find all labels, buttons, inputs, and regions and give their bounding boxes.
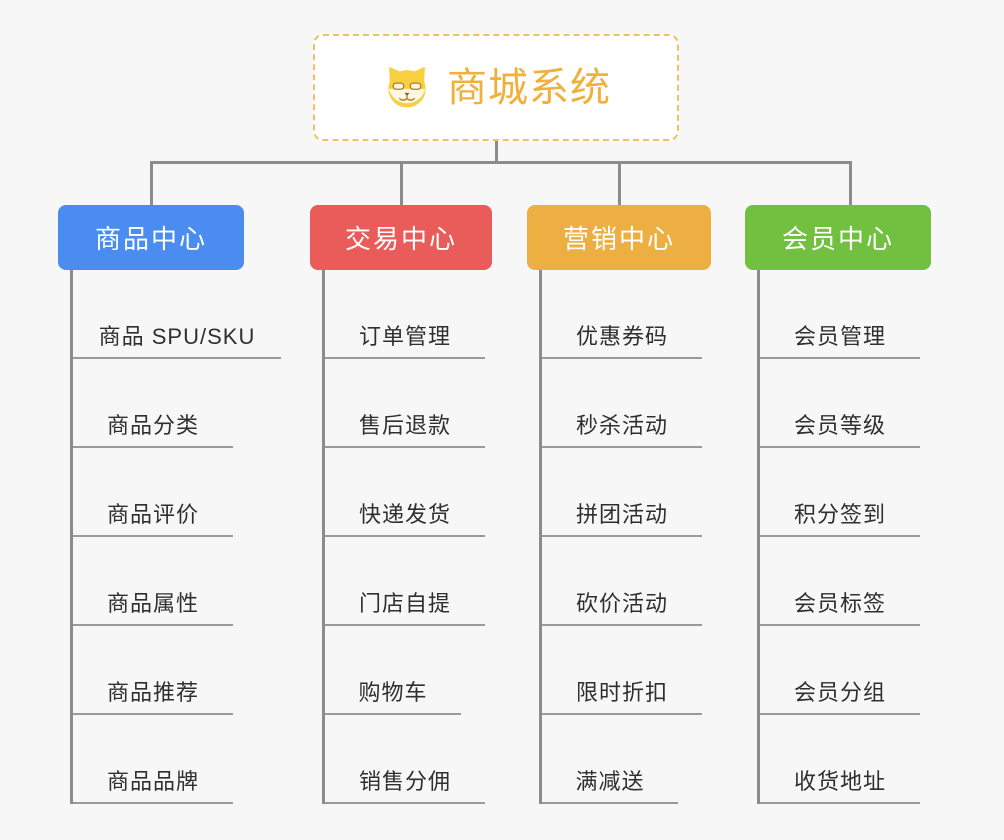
branch-header-label: 商品中心: [94, 224, 207, 254]
branch-item[interactable]: 优惠券码: [542, 270, 702, 359]
branch-item-label: 限时折扣: [575, 680, 668, 705]
connector-root-stem: [495, 141, 498, 163]
branch-item-list-member-center: 会员管理会员等级积分签到会员标签会员分组收货地址: [757, 270, 931, 804]
branch-item[interactable]: 限时折扣: [542, 626, 702, 715]
branch-item-label: 商品推荐: [106, 680, 199, 705]
branch-item[interactable]: 商品品牌: [73, 715, 233, 804]
branch-item[interactable]: 门店自提: [325, 537, 485, 626]
branch-item[interactable]: 订单管理: [325, 270, 485, 359]
branch-item[interactable]: 商品分类: [73, 359, 233, 448]
branch-column-product-center: 商品中心商品 SPU/SKU 商品分类商品评价商品属性商品推荐商品品牌: [58, 205, 281, 804]
branch-item-label: 收货地址: [793, 769, 886, 794]
branch-item[interactable]: 购物车: [325, 626, 461, 715]
branch-item[interactable]: 商品属性: [73, 537, 233, 626]
branch-item-list-product-center: 商品 SPU/SKU 商品分类商品评价商品属性商品推荐商品品牌: [70, 270, 281, 804]
connector-drop-1: [150, 161, 153, 205]
branch-item-label: 商品属性: [106, 591, 199, 616]
branch-item[interactable]: 拼团活动: [542, 448, 702, 537]
connector-horizontal-bar: [150, 161, 852, 164]
branch-item[interactable]: 秒杀活动: [542, 359, 702, 448]
branch-header-label: 营销中心: [562, 224, 675, 254]
branch-header-label: 会员中心: [781, 224, 894, 254]
branch-item-list-trade-center: 订单管理售后退款快递发货门店自提购物车销售分佣: [322, 270, 492, 804]
shiba-dog-icon: [388, 66, 426, 107]
branch-item-label: 售后退款: [358, 413, 451, 438]
branch-item[interactable]: 销售分佣: [325, 715, 485, 804]
branch-item[interactable]: 商品评价: [73, 448, 233, 537]
branch-item-label: 会员管理: [793, 324, 886, 349]
branch-item-label: 销售分佣: [358, 769, 451, 794]
branch-item-label: 会员标签: [793, 591, 886, 616]
branch-item[interactable]: 收货地址: [760, 715, 920, 804]
branch-header-product-center[interactable]: 商品中心: [58, 205, 244, 270]
branch-item-label: 购物车: [358, 680, 428, 705]
branch-item[interactable]: 商品推荐: [73, 626, 233, 715]
branch-item-list-marketing-center: 优惠券码秒杀活动拼团活动砍价活动限时折扣满减送: [539, 270, 711, 804]
branch-item-label: 商品 SPU/SKU: [98, 324, 256, 349]
branch-item-label: 积分签到: [793, 502, 886, 527]
branch-item-label: 优惠券码: [575, 324, 668, 349]
branch-item[interactable]: 会员分组: [760, 626, 920, 715]
branch-column-member-center: 会员中心会员管理会员等级积分签到会员标签会员分组收货地址: [745, 205, 931, 804]
branch-header-marketing-center[interactable]: 营销中心: [527, 205, 711, 270]
branch-item[interactable]: 满减送: [542, 715, 678, 804]
connector-drop-2: [400, 161, 403, 205]
branch-item-label: 满减送: [575, 769, 645, 794]
branch-item[interactable]: 快递发货: [325, 448, 485, 537]
root-title-card[interactable]: 商城系统: [313, 34, 679, 141]
branch-item-label: 拼团活动: [575, 502, 668, 527]
branch-item-label: 会员分组: [793, 680, 886, 705]
branch-item-label: 订单管理: [358, 324, 451, 349]
branch-item[interactable]: 售后退款: [325, 359, 485, 448]
branch-column-marketing-center: 营销中心优惠券码秒杀活动拼团活动砍价活动限时折扣满减送: [527, 205, 711, 804]
branch-item-label: 秒杀活动: [575, 413, 668, 438]
branch-item-label: 门店自提: [358, 591, 451, 616]
branch-item[interactable]: 商品 SPU/SKU: [73, 270, 281, 359]
branch-item-label: 砍价活动: [575, 591, 668, 616]
root-title-label: 商城系统: [447, 65, 611, 110]
branch-header-member-center[interactable]: 会员中心: [745, 205, 931, 270]
branch-item[interactable]: 会员管理: [760, 270, 920, 359]
branch-item-label: 会员等级: [793, 413, 886, 438]
branch-item[interactable]: 会员标签: [760, 537, 920, 626]
branch-item-label: 商品评价: [106, 502, 199, 527]
branch-column-trade-center: 交易中心订单管理售后退款快递发货门店自提购物车销售分佣: [310, 205, 492, 804]
branch-header-label: 交易中心: [344, 224, 457, 254]
branch-header-trade-center[interactable]: 交易中心: [310, 205, 492, 270]
branch-item[interactable]: 积分签到: [760, 448, 920, 537]
branch-item[interactable]: 砍价活动: [542, 537, 702, 626]
connector-drop-3: [618, 161, 621, 205]
connector-drop-4: [849, 161, 852, 205]
branch-item[interactable]: 会员等级: [760, 359, 920, 448]
branch-item-label: 商品分类: [106, 413, 199, 438]
branch-item-label: 快递发货: [358, 502, 451, 527]
branch-item-label: 商品品牌: [106, 769, 199, 794]
